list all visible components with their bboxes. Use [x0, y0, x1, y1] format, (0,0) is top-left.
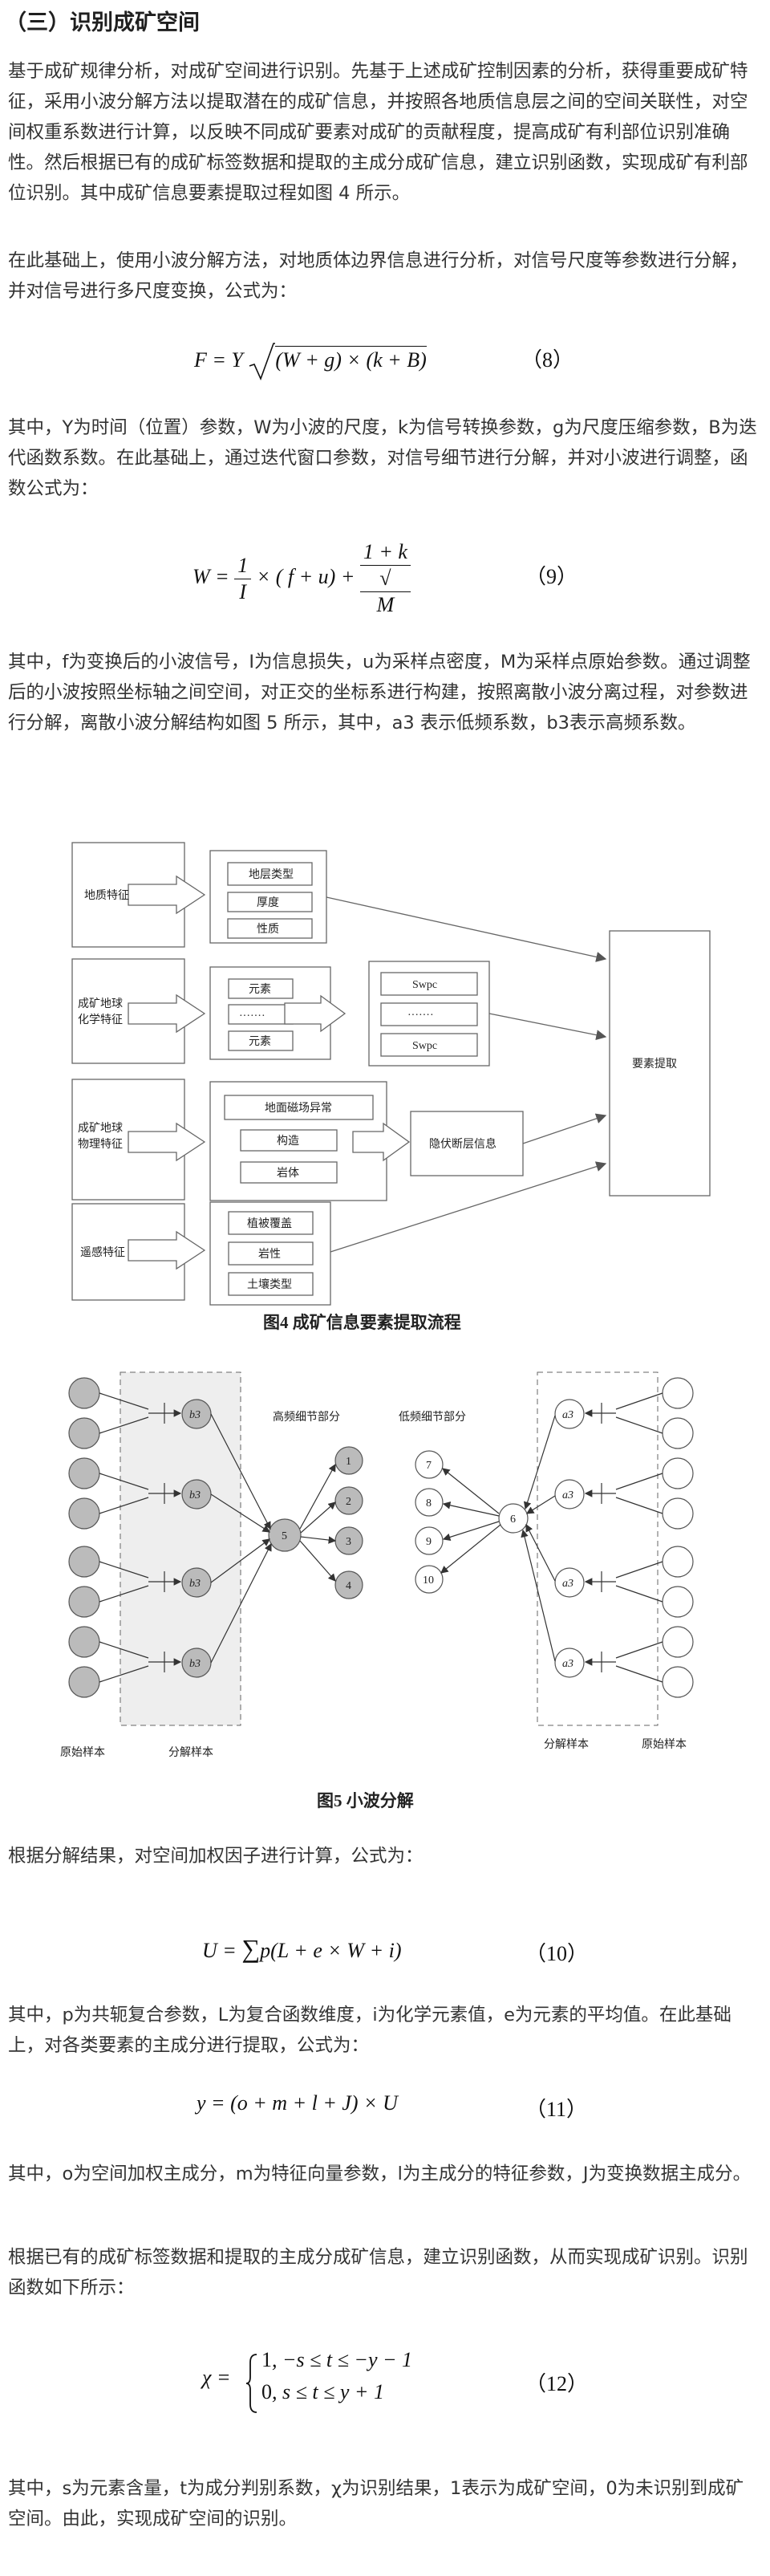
svg-text:Swpc: Swpc — [412, 1040, 437, 1052]
paragraph-9: 其中，s为元素含量，t为成分判别系数，χ为识别结果，1表示为成矿空间，0为未识别… — [8, 2478, 744, 2529]
svg-text:岩体: 岩体 — [277, 1167, 299, 1180]
svg-text:高频细节部分: 高频细节部分 — [273, 1410, 340, 1424]
svg-text:·······: ······· — [407, 1010, 434, 1022]
equation-12: χ = 1, −s ≤ t ≤ −y − 1 0, s ≤ t ≤ y + 1 … — [0, 2343, 770, 2424]
svg-text:分解样本: 分解样本 — [544, 1738, 589, 1751]
svg-text:厚度: 厚度 — [257, 896, 279, 909]
paragraph-2: 在此基础上，使用小波分解方法，对地质体边界信息进行分析，对信号尺度等参数进行分解… — [8, 250, 748, 302]
paragraph-3: 其中，Y为时间（位置）参数，W为小波的尺度，k为信号转换参数，g为尺度压缩参数，… — [8, 417, 757, 499]
svg-text:元素: 元素 — [249, 983, 271, 996]
svg-text:a3: a3 — [562, 1409, 573, 1421]
fig4-cat-chem: 成矿地球化学特征 — [78, 997, 123, 1026]
svg-text:2: 2 — [346, 1496, 351, 1508]
svg-text:3: 3 — [346, 1536, 351, 1548]
svg-text:性质: 性质 — [257, 923, 279, 936]
svg-text:岩性: 岩性 — [258, 1248, 281, 1261]
svg-text:9: 9 — [426, 1536, 432, 1548]
svg-text:a3: a3 — [562, 1578, 573, 1590]
equation-10: U = ∑p(L + e × W + i) （10） — [202, 1934, 589, 1965]
figure-4-caption: 图4 成矿信息要素提取流程 — [263, 1313, 461, 1332]
equation-8: F = Y (W + g) × (k + B) （8） — [0, 331, 770, 387]
svg-text:地面磁场异常: 地面磁场异常 — [265, 1102, 332, 1115]
svg-text:要素提取: 要素提取 — [632, 1058, 677, 1071]
svg-text:b3: b3 — [189, 1658, 201, 1670]
svg-text:10: 10 — [423, 1574, 434, 1587]
svg-text:低频细节部分: 低频细节部分 — [399, 1411, 466, 1424]
figure-5-wavelet: b3 b3 b3 b3 5 1 2 3 4 高频细节部分 低频细节部分 7 8 … — [60, 1371, 694, 1759]
svg-text:b3: b3 — [189, 1489, 201, 1501]
paragraph-5: 根据分解结果，对空间加权因子进行计算，公式为： — [8, 1846, 424, 1867]
svg-text:Swpc: Swpc — [412, 979, 437, 991]
svg-text:隐伏断层信息: 隐伏断层信息 — [429, 1137, 496, 1151]
fig4-cat-rs: 遥感特征 — [80, 1245, 125, 1259]
svg-text:b3: b3 — [189, 1409, 201, 1421]
svg-text:b3: b3 — [189, 1578, 201, 1590]
svg-text:a3: a3 — [562, 1658, 573, 1670]
figure-4-flowchart: 地质特征 成矿地球化学特征 成矿地球物理特征 遥感特征 地层类型 厚度 性质 元… — [71, 842, 711, 1306]
paragraph-6: 其中，p为共轭复合参数，L为复合函数维度，i为化学元素值，e为元素的平均值。在此… — [8, 2005, 732, 2056]
svg-text:元素: 元素 — [249, 1035, 271, 1048]
fig4-cat-phys: 成矿地球物理特征 — [78, 1122, 123, 1151]
svg-text:地层类型: 地层类型 — [249, 868, 294, 881]
equation-11: y = (o + m + l + J) × U （11） — [197, 2091, 588, 2121]
svg-text:土壤类型: 土壤类型 — [247, 1278, 292, 1291]
paragraph-4: 其中，f为变换后的小波信号，I为信息损失，u为采样点密度，M为采样点原始参数。通… — [8, 652, 751, 733]
svg-text:5: 5 — [282, 1530, 287, 1542]
svg-text:6: 6 — [510, 1514, 516, 1526]
fig4-cat-geology: 地质特征 — [84, 889, 129, 902]
paragraph-7: 其中，o为空间加权主成分，m为特征向量参数，l为主成分的特征参数，J为变换数据主… — [8, 2164, 752, 2184]
figure-5-caption: 图5 小波分解 — [317, 1791, 414, 1810]
svg-text:8: 8 — [426, 1497, 432, 1509]
svg-text:植被覆盖: 植被覆盖 — [247, 1217, 292, 1230]
svg-text:构造: 构造 — [277, 1135, 299, 1148]
svg-text:原始样本: 原始样本 — [60, 1746, 105, 1759]
svg-text:·······: ······· — [239, 1010, 265, 1022]
svg-text:7: 7 — [426, 1460, 432, 1472]
paragraph-1: 基于成矿规律分析，对成矿空间进行识别。先基于上述成矿控制因素的分析，获得重要成矿… — [8, 61, 748, 204]
svg-text:1: 1 — [346, 1456, 351, 1468]
svg-text:a3: a3 — [562, 1489, 573, 1501]
svg-text:原始样本: 原始样本 — [642, 1738, 687, 1751]
svg-text:分解样本: 分解样本 — [168, 1746, 213, 1759]
svg-text:4: 4 — [346, 1580, 351, 1592]
paragraph-8: 根据已有的成矿标签数据和提取的主成分成矿信息，建立识别函数，从而实现成矿识别。识… — [8, 2247, 748, 2298]
section-heading: （三）识别成矿空间 — [5, 10, 200, 35]
